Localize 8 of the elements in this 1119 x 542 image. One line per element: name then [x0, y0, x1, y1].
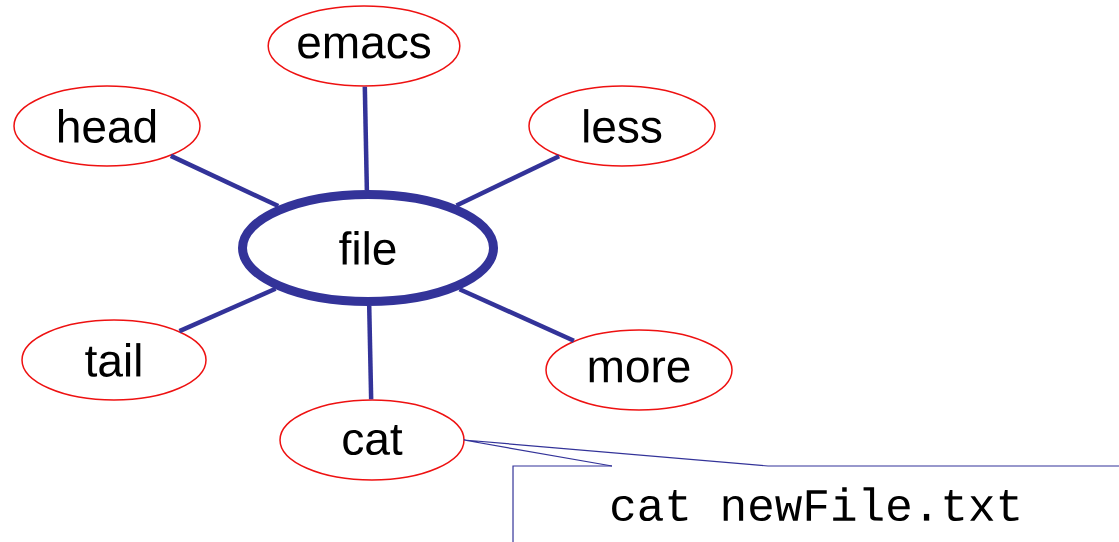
callout-pointer [463, 439, 769, 467]
connector-line [362, 86, 370, 191]
connector-line [458, 287, 575, 343]
connector-line [169, 153, 280, 209]
connector-line [455, 154, 561, 208]
connector-line [366, 305, 374, 400]
callout-box: cat newFile.txt [512, 465, 1119, 542]
connector-line [178, 286, 277, 334]
